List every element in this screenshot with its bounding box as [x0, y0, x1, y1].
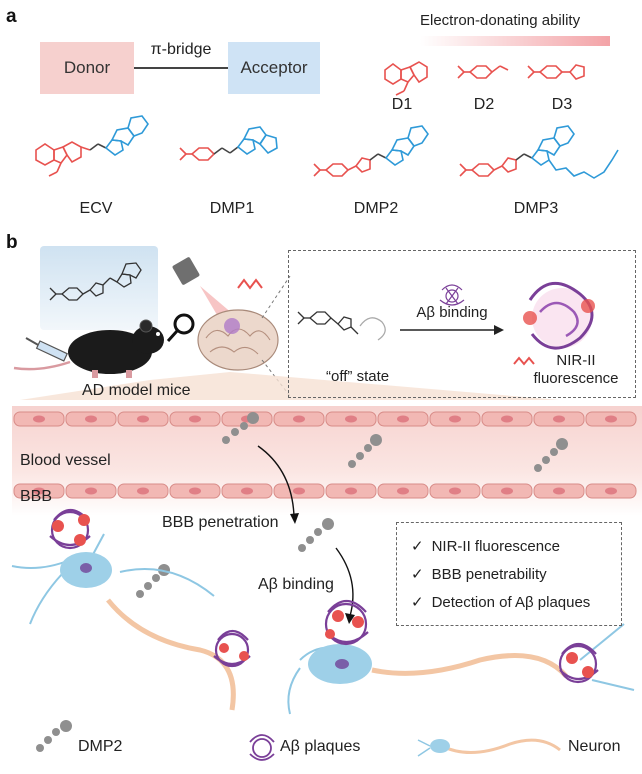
mouse-scene	[13, 257, 560, 400]
cell-nucleus	[293, 415, 305, 423]
plaque-small-icon	[439, 284, 465, 306]
cell-nucleus	[449, 415, 461, 423]
dmp2-structure	[313, 125, 429, 177]
cell-nucleus	[293, 487, 305, 495]
signal-wave-icon	[237, 278, 263, 290]
dmp3-structure	[459, 125, 619, 179]
plaque-bound-probes	[52, 514, 594, 678]
checklist-item-2: ✓ BBB penetrability	[411, 565, 609, 584]
cell-nucleus	[605, 415, 617, 423]
dmp1-structure	[179, 126, 278, 161]
fluorescence-label-line2: fluorescence	[533, 370, 619, 387]
fluorescence-label-line1: NIR-II	[556, 352, 596, 369]
cell-nucleus	[501, 415, 513, 423]
probe-inset	[40, 246, 158, 330]
blood-vessel-label: Blood vessel	[20, 452, 111, 469]
mice-label: AD model mice	[82, 382, 191, 399]
checklist-text-2: BBB penetrability	[431, 565, 547, 583]
panel-a-letter: a	[6, 6, 17, 27]
abeta-binding-label: Aβ binding	[258, 576, 334, 593]
cell-nucleus	[553, 487, 565, 495]
magnifier-icon	[166, 313, 195, 343]
checklist-item-1: ✓ NIR-II fluorescence	[411, 537, 609, 556]
molecule-label-dmp1: DMP1	[209, 200, 255, 217]
donor-structures	[384, 61, 585, 96]
legend-label-dmp2: DMP2	[78, 738, 123, 755]
bound-complex	[523, 281, 595, 350]
brain	[197, 309, 279, 371]
cell-nucleus	[137, 415, 149, 423]
cell-nucleus	[137, 487, 149, 495]
mouse	[13, 319, 164, 378]
molecule-label-ecv: ECV	[79, 200, 113, 217]
binding-label: Aβ binding	[416, 304, 488, 321]
cell-nucleus	[397, 487, 409, 495]
donor-label-d3: D3	[551, 96, 573, 113]
mechanism-graphics	[297, 281, 595, 366]
off-state-label: “off” state	[326, 368, 390, 385]
cell-nucleus	[553, 415, 565, 423]
checklist-text-1: NIR-II fluorescence	[431, 537, 560, 555]
cell-nucleus	[345, 415, 357, 423]
bridge-label: π-bridge	[150, 41, 212, 58]
inset-probe-structure	[49, 262, 142, 301]
cell-nucleus	[501, 487, 513, 495]
check-icon: ✓	[411, 594, 424, 611]
legend-label-plaques: Aβ plaques	[280, 738, 361, 755]
penetration-arrow	[257, 445, 295, 517]
bbb-label: BBB	[20, 488, 53, 505]
check-icon: ✓	[411, 538, 424, 555]
mechanism-inset	[288, 250, 636, 398]
d2-structure	[457, 65, 509, 79]
cell-nucleus	[33, 487, 45, 495]
binding-arrow-lower	[335, 547, 354, 617]
bridge-line	[134, 67, 228, 69]
checklist-text-3: Detection of Aβ plaques	[431, 593, 591, 611]
legend-probe-icon	[36, 720, 72, 752]
legend-neuron-icon	[417, 738, 561, 757]
gradient-label: Electron-donating ability	[420, 12, 581, 29]
bbb-penetration-label: BBB penetration	[162, 514, 279, 531]
checklist-box: ✓ NIR-II fluorescence ✓ BBB penetrabilit…	[396, 522, 622, 626]
check-icon: ✓	[411, 566, 424, 583]
cell-nucleus	[189, 487, 201, 495]
donor-label-d1: D1	[391, 96, 413, 113]
neuron-left	[11, 533, 236, 711]
ecv-structure	[35, 115, 149, 177]
legend-label-neuron: Neuron	[568, 738, 621, 755]
cell-nucleus	[85, 415, 97, 423]
checklist-item-3: ✓ Detection of Aβ plaques	[411, 593, 609, 612]
cell-nucleus	[449, 487, 461, 495]
donor-label-d2: D2	[473, 96, 495, 113]
cell-nucleus	[397, 415, 409, 423]
d3-structure	[527, 64, 585, 80]
legend-plaque-icon	[249, 734, 275, 761]
off-state-probe	[297, 311, 386, 341]
cell-nucleus	[345, 487, 357, 495]
acceptor-box: Acceptor	[228, 42, 320, 94]
molecule-label-dmp2: DMP2	[353, 200, 399, 217]
molecule-label-dmp3: DMP3	[513, 200, 559, 217]
cell-nucleus	[33, 415, 45, 423]
cell-nucleus	[605, 487, 617, 495]
d1-structure	[384, 61, 428, 96]
nir-wave-icon	[513, 356, 535, 366]
cell-nucleus	[241, 487, 253, 495]
probe-icons	[136, 412, 568, 598]
panel-b-letter: b	[6, 232, 18, 253]
molecule-structures	[35, 115, 619, 179]
gradient-bar	[420, 36, 610, 46]
cell-nucleus	[189, 415, 201, 423]
cell-nucleus	[85, 487, 97, 495]
donor-box: Donor	[40, 42, 134, 94]
